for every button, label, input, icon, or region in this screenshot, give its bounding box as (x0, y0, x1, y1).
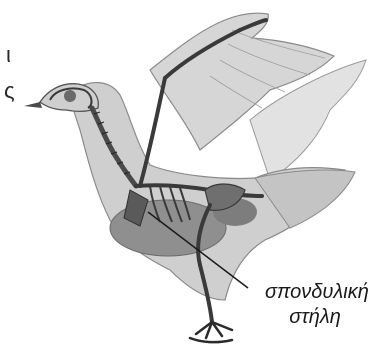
beak (24, 102, 42, 108)
text-fragment: ς (4, 80, 15, 102)
text-fragment: ι (6, 44, 11, 66)
foot (190, 322, 232, 342)
eye-socket (64, 90, 76, 102)
spine-label-line-2: στήλη (265, 305, 365, 330)
spine-label: σπονδυλική στήλη (265, 280, 365, 330)
spine-label-line-1: σπονδυλική (265, 280, 365, 305)
